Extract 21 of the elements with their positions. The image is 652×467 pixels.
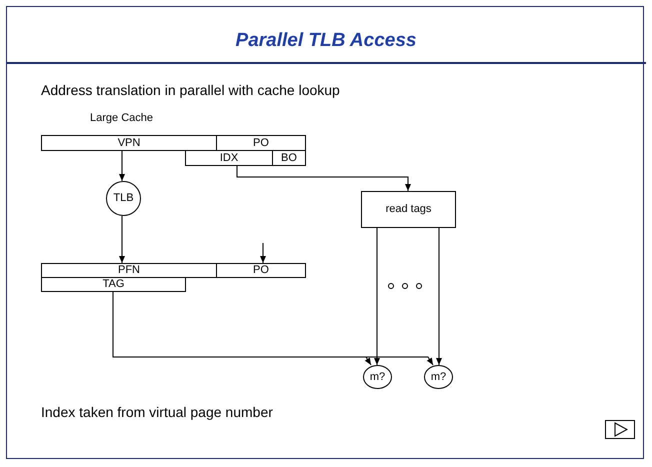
address-field: PO [216, 135, 306, 151]
arrow [236, 166, 411, 192]
cache-label: Large Cache [90, 112, 153, 124]
address-field: PO [216, 263, 306, 278]
address-field: VPN [41, 135, 217, 151]
address-field: BO [272, 150, 306, 166]
note-text: Index taken from virtual page number [41, 404, 273, 420]
arrow [119, 216, 125, 264]
arrow [119, 150, 125, 182]
tlb-circle: TLB [106, 181, 141, 216]
slide-title: Parallel TLB Access [234, 30, 418, 52]
subtitle-text: Address translation in parallel with cache lookup [41, 82, 340, 98]
arrow [436, 228, 442, 366]
address-field: PFN [41, 263, 217, 278]
comparator-circle: m? [363, 365, 392, 389]
address-field: TAG [41, 277, 186, 292]
process-box: read tags [361, 191, 456, 228]
comparator-circle: m? [424, 365, 453, 389]
address-field: IDX [185, 150, 273, 166]
arrow [260, 242, 266, 264]
arrow [374, 228, 380, 366]
